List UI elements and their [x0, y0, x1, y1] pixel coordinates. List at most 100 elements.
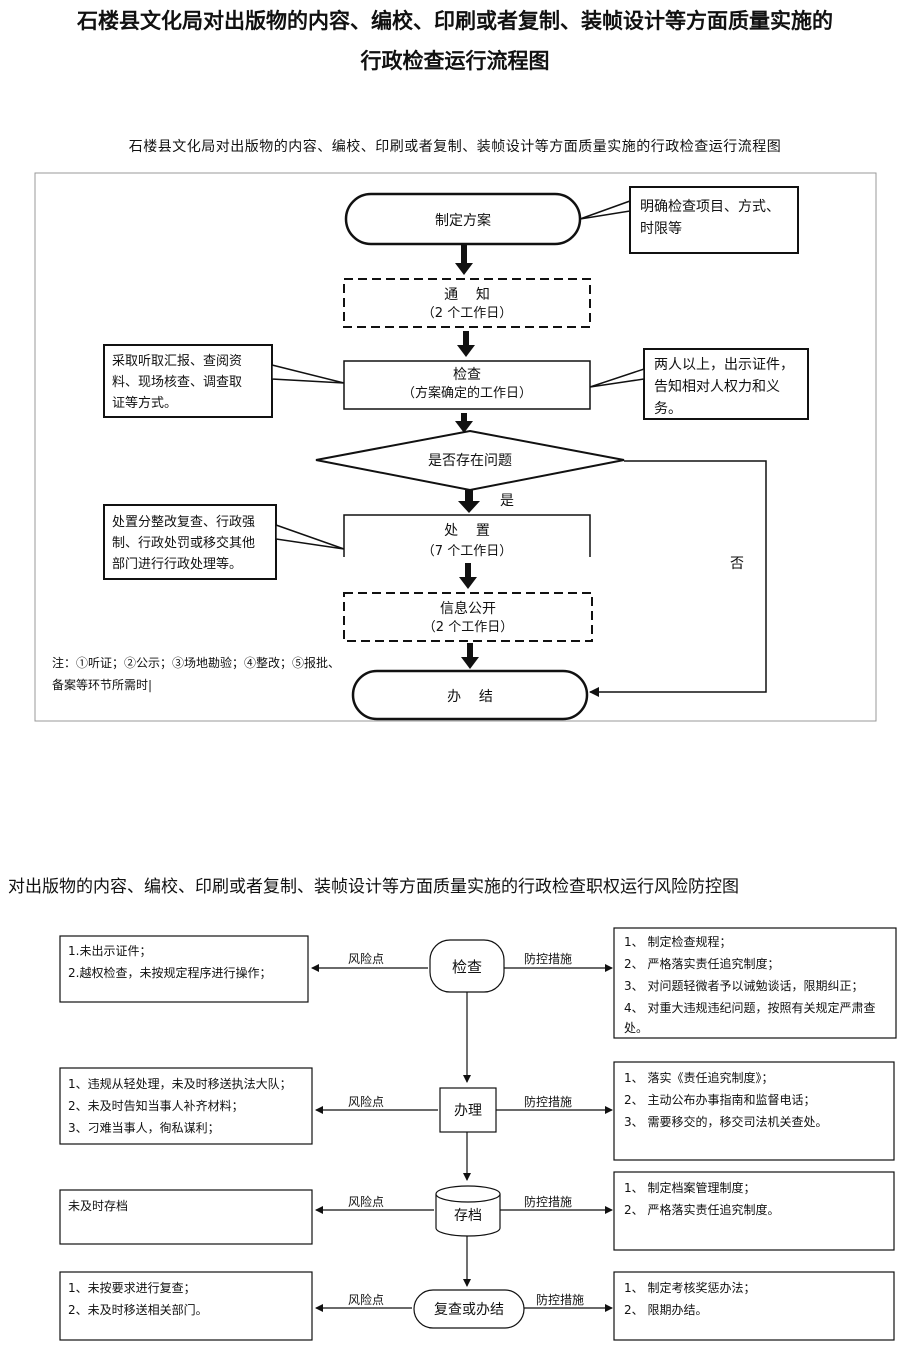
risk-text: 2、未及时移送相关部门。 [68, 1302, 208, 1317]
node-archive [435, 1194, 501, 1237]
handle-note-connector [275, 523, 345, 550]
node-archive-label: 存档 [454, 1208, 482, 1224]
control-text: 2、 主动公布办事指南和监督电话； [624, 1092, 815, 1107]
handle-duration: （7 个工作日） [422, 544, 512, 559]
node-process-label: 办理 [454, 1103, 482, 1119]
check-right-note-box [643, 348, 809, 420]
risk-box-check [59, 935, 309, 1003]
control-text: 2、 严格落实责任追究制度。 [624, 1202, 779, 1217]
control-text: 3、 对问题轻微者予以诫勉谈话，限期纠正； [624, 978, 863, 993]
arrow-head [461, 657, 479, 669]
control-text: 1、 落实《责任追究制度》； [624, 1070, 773, 1085]
yes-label: 是 [500, 493, 514, 509]
check-box [343, 360, 591, 410]
risk-text: 2.越权检查，未按规定程序进行操作； [68, 965, 271, 980]
handle-note-line3: 部门进行行政处理等。 [112, 556, 242, 572]
arrow-head [458, 501, 480, 513]
node-check [429, 939, 505, 993]
end-terminal [351, 669, 589, 721]
decision-label: 是否存在问题 [428, 453, 512, 469]
handle-label: 处 置 [444, 523, 490, 539]
control-text: 4、 对重大违规违纪问题，按照有关规定严肃查 [624, 1000, 875, 1015]
flowchart-title: 石楼县文化局对出版物的内容、编校、印刷或者复制、装帧设计等方面质量实施的行政检查… [128, 139, 782, 155]
node-archive-top [435, 1185, 501, 1203]
publish-label: 信息公开 [440, 600, 496, 617]
risk-label: 风险点 [348, 1292, 384, 1307]
arrow-shaft [467, 643, 473, 659]
node-review [413, 1289, 525, 1329]
control-text: 3、 需要移交的，移交司法机关查处。 [624, 1114, 827, 1129]
risk-control-diagram: 1.未出示证件； 2.越权检查，未按规定程序进行操作； 风险点 检查 防控措施 … [59, 927, 897, 1341]
risk-label: 风险点 [348, 1094, 384, 1109]
arrow-shaft [461, 245, 467, 265]
control-label: 防控措施 [536, 1292, 584, 1307]
control-text: 1、 制定检查规程； [624, 934, 731, 949]
control-box-process [613, 1061, 895, 1161]
control-box-check [613, 927, 897, 1039]
control-label: 防控措施 [524, 1094, 572, 1109]
node-check-label: 检查 [452, 958, 482, 976]
risk-chart-title: 对出版物的内容、编校、印刷或者复制、装帧设计等方面质量实施的行政检查职权运行风险… [8, 877, 739, 897]
risk-text: 1.未出示证件； [68, 944, 151, 958]
page-title-line2: 行政检查运行流程图 [360, 48, 550, 73]
page-title-line1: 石楼县文化局对出版物的内容、编校、印刷或者复制、装帧设计等方面质量实施的 [77, 8, 833, 33]
start-note-box [629, 186, 799, 254]
flowchart-frame [34, 172, 877, 722]
risk-label: 风险点 [348, 1194, 384, 1209]
footnote-line1: 注：①听证；②公示；③场地勘验；④整改；⑤报批、 [52, 655, 340, 670]
arrow-shaft [465, 489, 473, 503]
control-label: 防控措施 [524, 951, 572, 966]
check-right-note-line2: 告知相对人权力和义 [654, 378, 780, 395]
check-duration: （方案确定的工作日） [402, 385, 532, 401]
handle-box [343, 514, 591, 557]
check-left-note-line1: 采取听取汇报、查阅资 [112, 354, 242, 369]
risk-box-archive [59, 1189, 313, 1245]
arrow-shaft [461, 413, 467, 423]
handle-note-box [103, 504, 277, 580]
check-label: 检查 [453, 367, 481, 383]
check-left-note-line3: 证等方式。 [112, 395, 177, 411]
notify-box [343, 278, 591, 328]
check-right-note-line3: 务。 [654, 401, 682, 417]
check-left-note-connector [271, 364, 345, 384]
control-text: 处。 [624, 1021, 648, 1035]
arrow-head [459, 577, 477, 589]
risk-box-process [59, 1067, 313, 1145]
arrow-head [457, 345, 475, 357]
risk-text: 2、未及时告知当事人补齐材料； [68, 1098, 244, 1113]
control-box-archive [613, 1171, 895, 1251]
control-text: 2、 严格落实责任追究制度； [624, 956, 779, 971]
arrow-head [455, 421, 473, 433]
check-left-note-line2: 料、现场核查、调查取 [112, 375, 242, 390]
start-note-connector [579, 199, 631, 220]
control-text: 2、 限期办结。 [624, 1302, 707, 1317]
publish-duration: （2 个工作日） [423, 620, 513, 635]
no-label: 否 [730, 556, 744, 572]
check-right-note-line1: 两人以上，出示证件， [654, 357, 794, 373]
control-label: 防控措施 [524, 1194, 572, 1209]
check-right-note-connector [589, 367, 645, 388]
handle-note-line2: 制、行政处罚或移交其他 [112, 535, 255, 551]
control-text: 1、 制定考核奖惩办法； [624, 1280, 755, 1295]
start-note-line1: 明确检查项目、方式、 [640, 199, 780, 215]
risk-text: 未及时存档 [68, 1199, 128, 1213]
risk-text: 1、违规从轻处理，未及时移送执法大队； [68, 1076, 292, 1091]
risk-text: 3、刁难当事人，徇私谋利； [68, 1121, 220, 1135]
node-review-label: 复查或办结 [434, 1301, 504, 1318]
publish-box [343, 592, 593, 642]
control-text: 1、 制定档案管理制度； [624, 1180, 755, 1195]
handle-note-line1: 处置分整改复查、行政强 [112, 515, 255, 530]
arrow-head [455, 263, 473, 275]
footnote-line2: 备案等环节所需时| [52, 677, 152, 692]
risk-box-review [59, 1271, 313, 1341]
control-box-review [613, 1271, 895, 1341]
start-label: 制定方案 [435, 212, 491, 229]
node-process [439, 1087, 497, 1133]
start-note-line2: 时限等 [640, 220, 682, 237]
check-left-note-box [103, 344, 273, 418]
notify-label: 通 知 [444, 286, 490, 303]
end-label: 办 结 [447, 689, 493, 705]
risk-text: 1、未按要求进行复查； [68, 1281, 196, 1295]
no-path-line [589, 460, 767, 697]
arrow-shaft [465, 563, 471, 579]
